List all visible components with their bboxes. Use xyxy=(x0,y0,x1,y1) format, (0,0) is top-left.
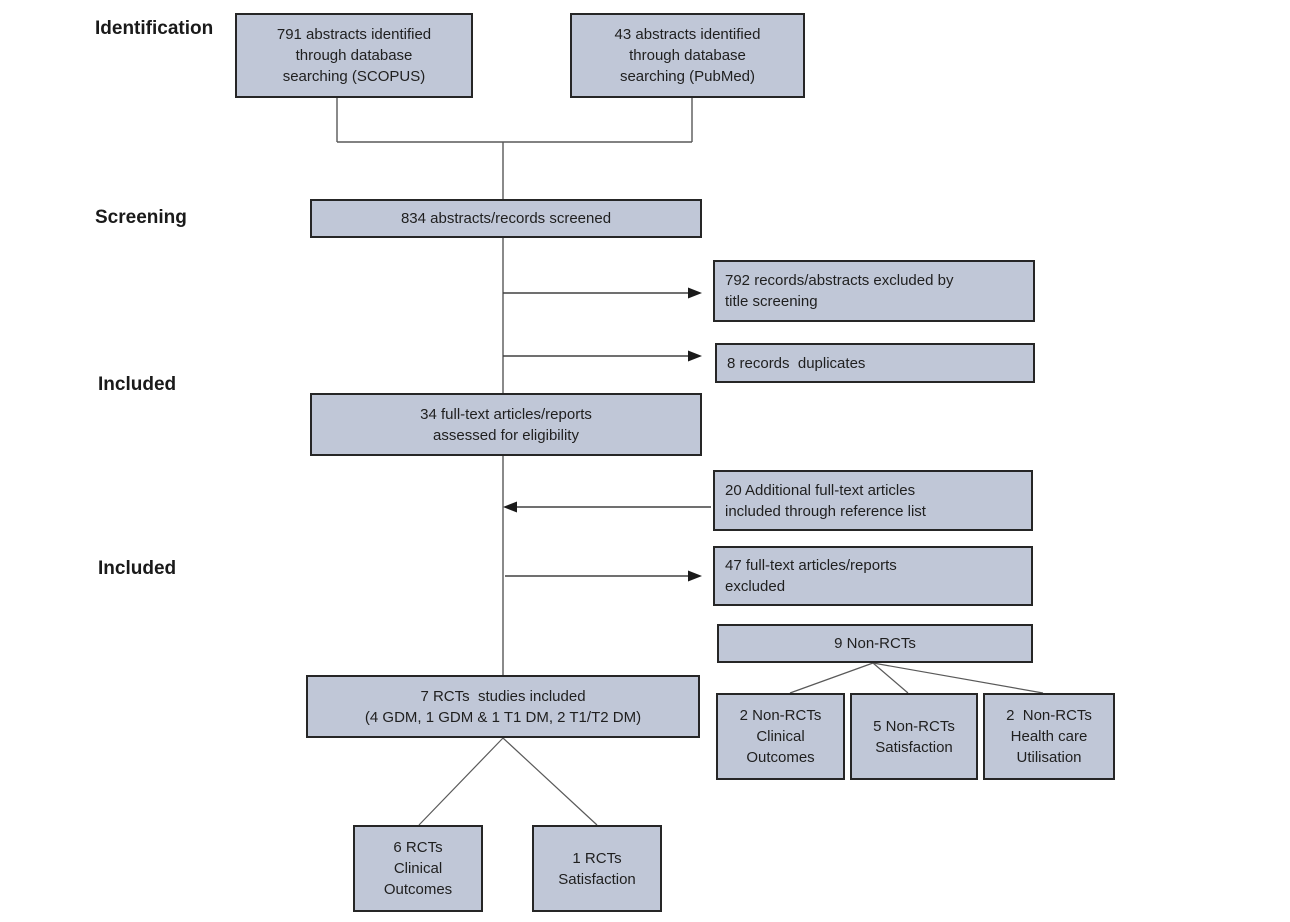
line-nonrcts-to-satisfaction xyxy=(872,662,909,694)
line-rcts-to-clinical xyxy=(418,737,504,826)
box-excluded-by-title-label: 792 records/abstracts excluded by title … xyxy=(725,272,954,310)
stage-label-screening: Screening xyxy=(95,207,187,228)
arrow-head-additional xyxy=(503,501,517,513)
box-additional-fulltext-label: 20 Additional full-text articles include… xyxy=(725,481,926,520)
box-fulltext-excluded-label: 47 full-text articles/reports excluded xyxy=(725,557,897,595)
line-nonrcts-to-clinical xyxy=(789,662,874,694)
box-pubmed-identified-label: 43 abstracts identified through database… xyxy=(614,26,761,85)
box-rct-clinical-outcomes: 6 RCTs Clinical Outcomes xyxy=(353,825,483,912)
box-rcts-included-label: 7 RCTs studies included (4 GDM, 1 GDM & … xyxy=(364,687,642,726)
box-non-rcts-label: 9 Non-RCTs xyxy=(834,635,916,652)
box-nonrct-satisfaction-label: 5 Non-RCTs Satisfaction xyxy=(873,717,955,756)
box-nonrct-clinical-outcomes: 2 Non-RCTs Clinical Outcomes xyxy=(716,693,845,780)
arrow-head-fulltext-excluded xyxy=(688,570,702,582)
box-records-screened-label: 834 abstracts/records screened xyxy=(400,210,612,227)
box-rct-satisfaction: 1 RCTs Satisfaction xyxy=(532,825,662,912)
line-rcts-to-satisfaction xyxy=(502,737,598,826)
box-pubmed-identified: 43 abstracts identified through database… xyxy=(570,13,805,98)
box-excluded-by-title: 792 records/abstracts excluded by title … xyxy=(713,260,1035,322)
box-nonrct-healthcare-utilisation: 2 Non-RCTs Health care Utilisation xyxy=(983,693,1115,780)
stage-label-included-1: Included xyxy=(98,374,177,395)
stage-label-identification: Identification xyxy=(95,18,214,39)
box-fulltext-excluded: 47 full-text articles/reports excluded xyxy=(713,546,1033,606)
box-non-rcts: 9 Non-RCTs xyxy=(717,624,1033,663)
box-nonrct-healthcare-utilisation-label: 2 Non-RCTs Health care Utilisation xyxy=(1006,707,1092,766)
arrow-head-excluded-title xyxy=(688,287,702,299)
arrow-head-duplicates xyxy=(688,350,702,362)
stage-label-included-2: Included xyxy=(98,558,177,579)
box-nonrct-satisfaction: 5 Non-RCTs Satisfaction xyxy=(850,693,978,780)
box-nonrct-clinical-outcomes-label: 2 Non-RCTs Clinical Outcomes xyxy=(739,707,822,766)
box-scopus-identified: 791 abstracts identified through databas… xyxy=(235,13,473,98)
box-rct-clinical-outcomes-label: 6 RCTs Clinical Outcomes xyxy=(383,839,453,898)
box-rct-satisfaction-label: 1 RCTs Satisfaction xyxy=(558,849,636,888)
box-additional-fulltext: 20 Additional full-text articles include… xyxy=(713,470,1033,531)
box-records-screened: 834 abstracts/records screened xyxy=(310,199,702,238)
box-scopus-identified-label: 791 abstracts identified through databas… xyxy=(276,26,432,85)
box-duplicates: 8 records duplicates xyxy=(715,343,1035,383)
box-fulltext-assessed: 34 full-text articles/reports assessed f… xyxy=(310,393,702,456)
box-rcts-included: 7 RCTs studies included (4 GDM, 1 GDM & … xyxy=(306,675,700,738)
box-fulltext-assessed-label: 34 full-text articles/reports assessed f… xyxy=(420,405,592,444)
line-nonrcts-to-health xyxy=(872,662,1044,694)
box-duplicates-label: 8 records duplicates xyxy=(727,354,866,372)
